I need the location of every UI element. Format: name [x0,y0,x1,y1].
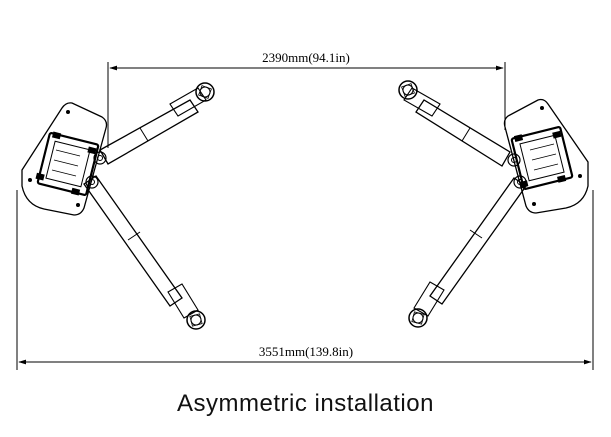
left-post [21,82,215,330]
right-lower-arm [413,177,527,317]
bottom-dimension-label: 3551mm(139.8in) [259,344,353,359]
left-pivot-upper [93,151,107,165]
right-pivot-upper [507,153,521,167]
left-upper-pad [195,82,215,102]
diagram-caption: Asymmetric installation [177,390,434,417]
right-upper-pad [398,80,418,100]
right-post [398,80,589,328]
left-lower-arm [83,175,199,319]
bottom-dimension: 3551mm(139.8in) [16,190,594,370]
right-pivot-lower [513,175,527,189]
right-lower-pad [408,308,428,328]
left-lower-pad [186,310,206,330]
top-dimension-label: 2390mm(94.1in) [262,50,350,65]
left-column-box [35,131,100,196]
top-dimension: 2390mm(94.1in) [107,50,506,148]
left-upper-arm [99,87,207,165]
right-upper-arm [403,87,511,167]
